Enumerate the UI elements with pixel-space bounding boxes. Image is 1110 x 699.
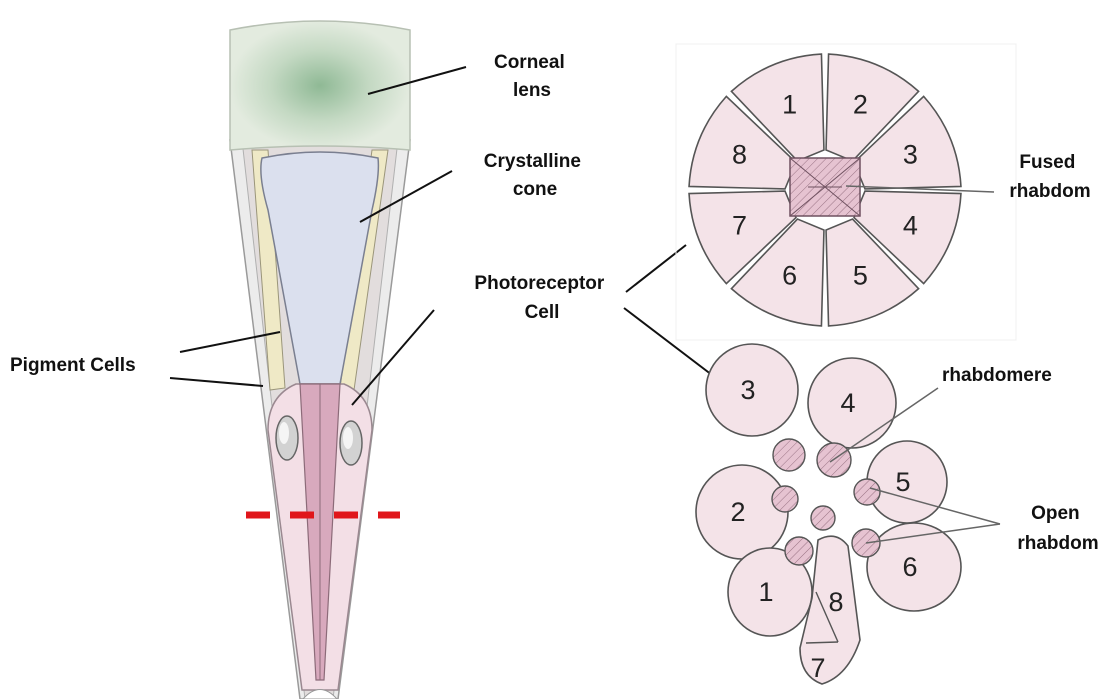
fused-cell-number: 5 — [853, 260, 868, 290]
rhabdomere-dot — [811, 506, 835, 530]
open-rhabdom-cross-section: 2 3 4 5 6 1 8 7 — [696, 344, 961, 684]
nucleus-highlight-left — [279, 422, 289, 444]
rhabdomere-dot — [785, 537, 813, 565]
fused-cell-number: 8 — [732, 140, 747, 170]
cell-7-8-divider-b — [806, 642, 838, 643]
fused-rhabdom-cross-section: 1 2 3 4 5 6 7 8 — [676, 44, 1016, 340]
label-fused-rhabdom: Fused rhabdom — [1009, 152, 1090, 202]
rhabdomere-dot — [773, 439, 805, 471]
fused-cell-number: 7 — [732, 210, 747, 240]
ommatidium-longitudinal — [230, 21, 410, 699]
open-cell-number: 3 — [740, 375, 755, 405]
leader-pigment-lower — [170, 378, 263, 386]
rhabdomere-dot — [772, 486, 798, 512]
label-crystalline-cone: Crystalline cone — [484, 151, 586, 200]
open-cell-number: 6 — [902, 552, 917, 582]
open-cell-number: 5 — [895, 467, 910, 497]
open-cell-number: 4 — [840, 388, 855, 418]
label-rhabdomere: rhabdomere — [942, 365, 1052, 386]
fused-cell-number: 3 — [903, 140, 918, 170]
leader-photoreceptor-fused — [626, 245, 686, 292]
fused-cell-number: 1 — [782, 90, 797, 120]
fused-cell-number: 2 — [853, 90, 868, 120]
open-cell-number: 2 — [730, 497, 745, 527]
open-cell-number: 7 — [810, 653, 825, 683]
fused-cell-number: 4 — [903, 210, 918, 240]
label-pigment-cells: Pigment Cells — [10, 355, 136, 376]
label-corneal-lens: Corneal lens — [494, 52, 570, 101]
open-cell-number: 8 — [828, 587, 843, 617]
leader-photoreceptor-open — [624, 308, 712, 375]
label-photoreceptor-cell: Photoreceptor Cell — [474, 273, 609, 323]
fused-cell-number: 6 — [782, 260, 797, 290]
open-cell-number: 1 — [758, 577, 773, 607]
rhabdomere-dot — [854, 479, 880, 505]
label-open-rhabdom: Open rhabdom — [1017, 503, 1098, 554]
corneal-lens — [230, 21, 410, 150]
nucleus-highlight-right — [343, 427, 353, 449]
